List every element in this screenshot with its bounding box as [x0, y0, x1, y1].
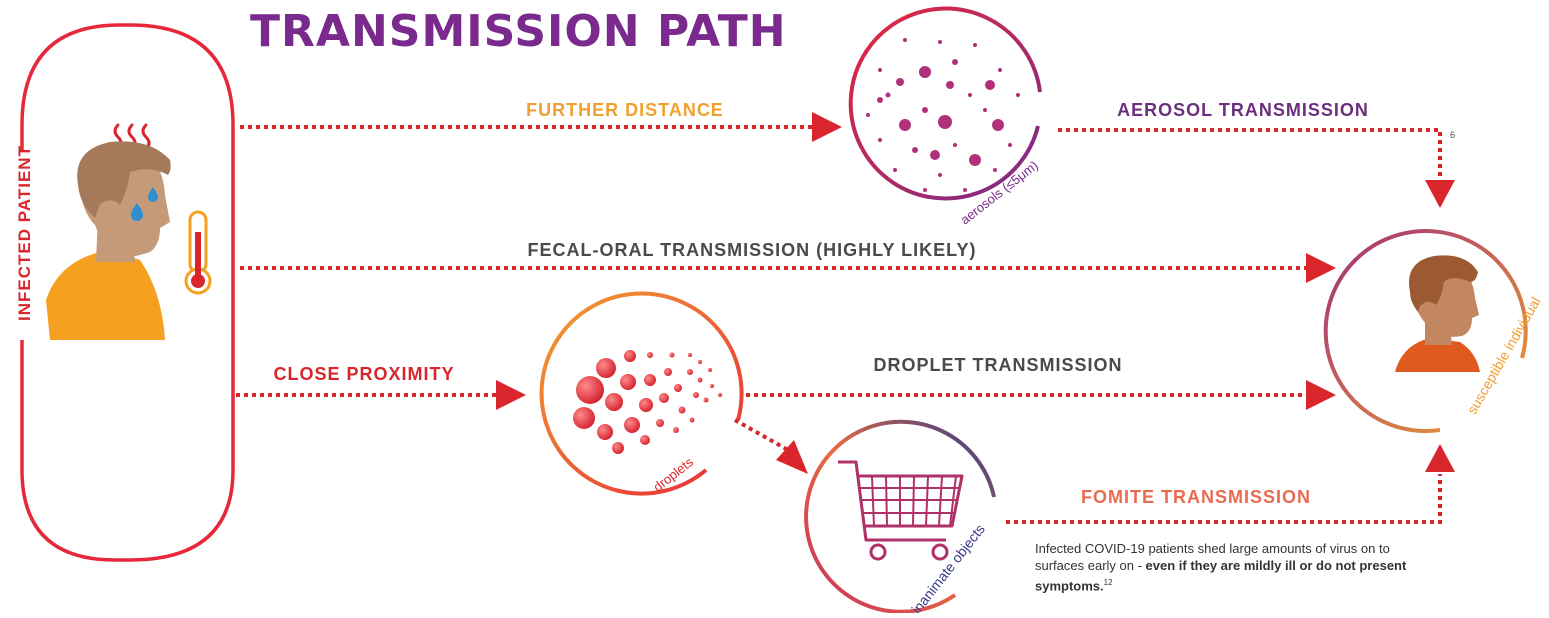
close-proximity-label: CLOSE PROXIMITY [273, 364, 454, 384]
aerosols-circle [848, 6, 1042, 201]
susceptible-individual-node: susceptible individual [1323, 229, 1544, 434]
droplet-transmission-label: DROPLET TRANSMISSION [873, 355, 1122, 375]
droplets-to-objects-line [734, 418, 789, 452]
droplets-node: droplets [539, 291, 744, 496]
fomite-transmission-label: FOMITE TRANSMISSION [1081, 487, 1311, 507]
inanimate-objects-node: inanimate objects [804, 419, 996, 617]
sweat-drop-icon [131, 187, 158, 221]
arrowheads [496, 112, 1455, 474]
fomite-transmission-line [1006, 474, 1442, 524]
aerosols-label: aerosols (≤5μm) [958, 158, 1041, 228]
connector-lines [236, 125, 1442, 524]
aerosol-transmission-line [1058, 128, 1442, 178]
infected-person-icon [46, 141, 171, 340]
arrow-to-inanimate-objects [776, 440, 808, 474]
aerosol-particles-icon [866, 38, 1020, 192]
shopping-cart-icon [838, 460, 964, 561]
susceptible-circle [1323, 229, 1528, 434]
further-distance-label: FURTHER DISTANCE [526, 100, 724, 120]
inanimate-objects-circle [804, 419, 996, 614]
droplets-circle [539, 291, 744, 496]
infected-patient-node: INFECTED PATIENT [15, 23, 235, 562]
arrow-to-droplets [496, 380, 526, 410]
arrow-down-to-susceptible [1425, 180, 1455, 208]
infected-patient-label: INFECTED PATIENT [15, 145, 34, 321]
page-title: TRANSMISSION PATH [250, 6, 787, 57]
note-emphasis: even if they are mildly ill or do not pr… [1035, 558, 1407, 594]
droplet-bubbles-icon [573, 350, 722, 454]
note-text: Infected COVID-19 patients shed large am… [1035, 541, 1390, 573]
aerosol-reference: 6 [1450, 130, 1455, 140]
thermometer-icon [184, 210, 212, 295]
patient-frame [20, 23, 235, 562]
susceptible-person-icon [1395, 255, 1480, 372]
arrow-fecal-oral [1306, 253, 1336, 283]
fecal-oral-label: FECAL-ORAL TRANSMISSION (HIGHLY LIKELY) [527, 240, 976, 260]
arrow-to-aerosols [812, 112, 842, 142]
aerosols-node: aerosols (≤5μm) [848, 6, 1042, 228]
fomite-note: Infected COVID-19 patients shed large am… [1035, 540, 1435, 594]
arrow-droplet-transmission [1306, 380, 1336, 410]
aerosol-transmission-label: AEROSOL TRANSMISSION [1117, 100, 1369, 120]
arrow-up-to-susceptible [1425, 444, 1455, 472]
note-reference: 12 [1103, 578, 1113, 587]
